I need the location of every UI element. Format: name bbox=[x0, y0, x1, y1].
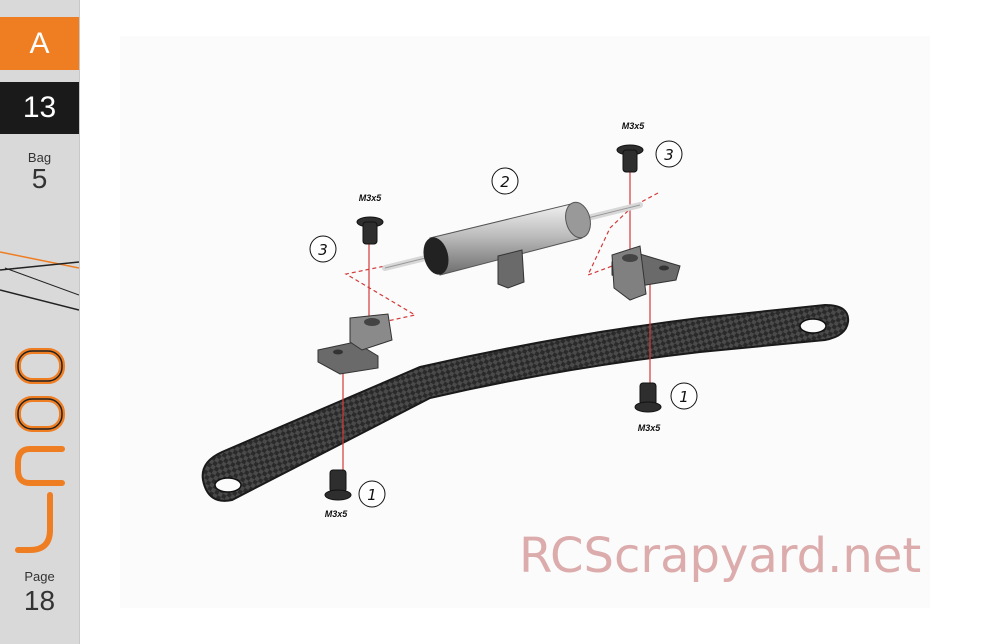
servo-mount-right bbox=[611, 245, 681, 301]
brand-logo bbox=[15, 348, 65, 553]
section-badge: A bbox=[0, 17, 79, 70]
callout-circle bbox=[491, 167, 519, 195]
callout-number: 1 bbox=[367, 486, 377, 504]
sidebar: A 13 Bag 5 Page 18 bbox=[0, 0, 80, 644]
part-label: M3x5 bbox=[359, 193, 383, 203]
assembly-guide-lines bbox=[342, 170, 659, 470]
callout-number: 3 bbox=[664, 146, 674, 164]
callout-number: 2 bbox=[500, 173, 510, 191]
callout-number: 3 bbox=[318, 241, 328, 259]
callout-circle bbox=[358, 480, 386, 508]
callout-number: 1 bbox=[679, 388, 689, 406]
servo-mount-left bbox=[317, 313, 393, 375]
screw-icon bbox=[634, 382, 662, 413]
part-label: M3x5 bbox=[325, 509, 349, 519]
part-label: M3x5 bbox=[622, 121, 646, 131]
bag-number: 5 bbox=[31, 163, 48, 194]
part-label: M3x5 bbox=[638, 423, 662, 433]
bag-label: Bag bbox=[27, 150, 52, 165]
callout-circle bbox=[655, 140, 683, 168]
decorative-lines bbox=[0, 251, 79, 311]
watermark: RCScrapyard.net bbox=[519, 528, 922, 584]
screw-icon bbox=[324, 469, 352, 501]
page-number: 18 bbox=[23, 585, 56, 616]
step-number-badge: 13 bbox=[0, 82, 79, 134]
callout-circle bbox=[670, 382, 698, 410]
screw-icon bbox=[356, 216, 384, 245]
servo-saver-cylinder bbox=[382, 201, 643, 289]
page-label: Page bbox=[24, 569, 55, 584]
callout-circle bbox=[309, 235, 337, 263]
carbon-plate bbox=[201, 303, 850, 502]
screw-icon bbox=[616, 144, 644, 173]
